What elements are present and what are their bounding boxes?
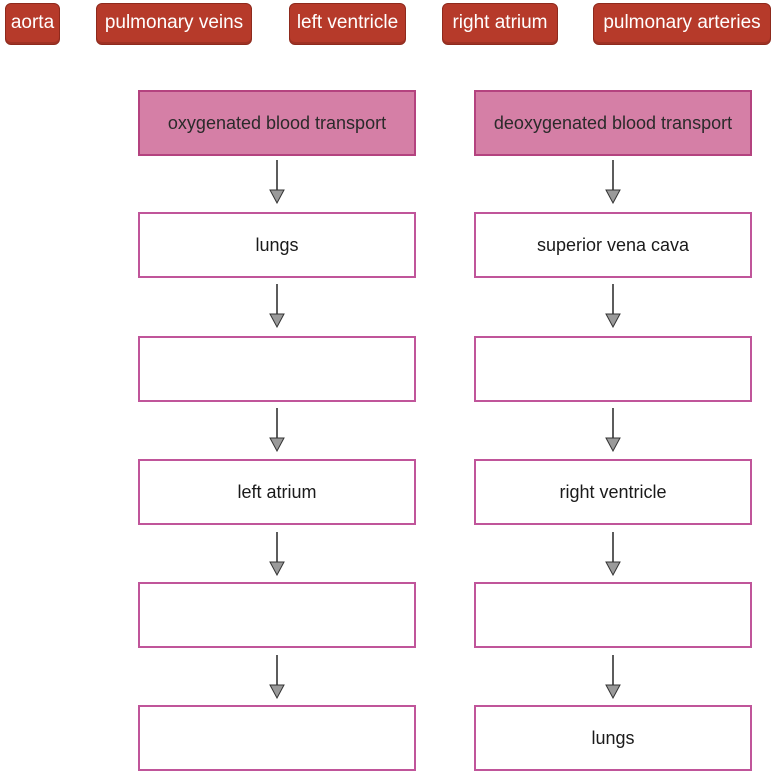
down-arrow-icon bbox=[269, 655, 285, 699]
drop-slot-oxy-5[interactable] bbox=[138, 705, 416, 771]
down-arrow-icon bbox=[269, 532, 285, 576]
word-chip-right-atrium[interactable]: right atrium bbox=[442, 3, 558, 45]
drop-slot-deoxy-3[interactable]: right ventricle bbox=[474, 459, 752, 525]
word-chip-pulmonary-arteries[interactable]: pulmonary arteries bbox=[593, 3, 771, 45]
word-chip-aorta[interactable]: aorta bbox=[5, 3, 60, 45]
drop-slot-deoxy-5[interactable]: lungs bbox=[474, 705, 752, 771]
column-header-oxygenated: oxygenated blood transport bbox=[138, 90, 416, 156]
drop-slot-oxy-1[interactable]: lungs bbox=[138, 212, 416, 278]
drop-slot-deoxy-4[interactable] bbox=[474, 582, 752, 648]
down-arrow-icon bbox=[605, 532, 621, 576]
down-arrow-icon bbox=[605, 655, 621, 699]
word-chip-pulmonary-veins[interactable]: pulmonary veins bbox=[96, 3, 252, 45]
drop-slot-deoxy-2[interactable] bbox=[474, 336, 752, 402]
down-arrow-icon bbox=[269, 160, 285, 204]
down-arrow-icon bbox=[605, 284, 621, 328]
down-arrow-icon bbox=[269, 408, 285, 452]
column-header-deoxygenated: deoxygenated blood transport bbox=[474, 90, 752, 156]
drop-slot-deoxy-1[interactable]: superior vena cava bbox=[474, 212, 752, 278]
down-arrow-icon bbox=[605, 160, 621, 204]
drop-slot-oxy-4[interactable] bbox=[138, 582, 416, 648]
down-arrow-icon bbox=[269, 284, 285, 328]
word-chip-left-ventricle[interactable]: left ventricle bbox=[289, 3, 406, 45]
drop-slot-oxy-3[interactable]: left atrium bbox=[138, 459, 416, 525]
drop-slot-oxy-2[interactable] bbox=[138, 336, 416, 402]
down-arrow-icon bbox=[605, 408, 621, 452]
